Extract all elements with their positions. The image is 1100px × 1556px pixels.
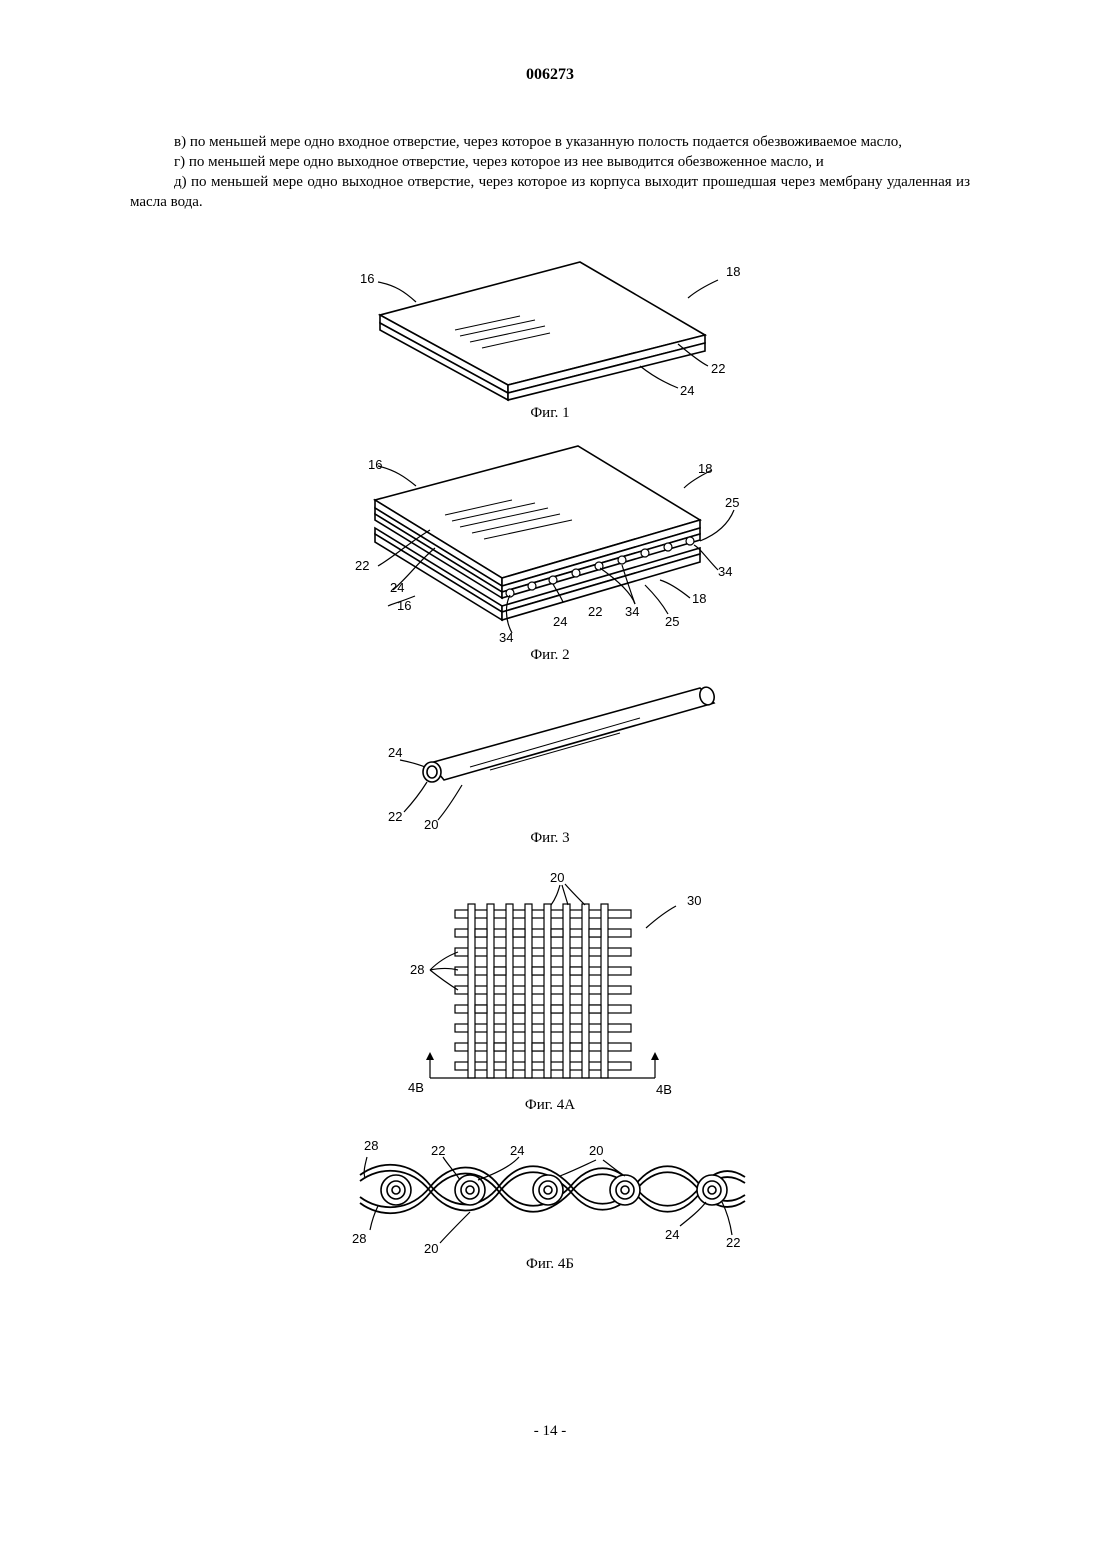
fig4b-label-24-top: 24 xyxy=(510,1143,524,1158)
fig4b-label-28-top: 28 xyxy=(364,1138,378,1153)
figure-4b-drawing: 28 22 24 20 28 20 24 22 xyxy=(0,0,1100,1260)
fig4b-label-22-top: 22 xyxy=(431,1143,445,1158)
fig4b-label-22-bottom: 22 xyxy=(726,1235,740,1250)
fig4b-label-20-top: 20 xyxy=(589,1143,603,1158)
fig4b-label-24-bottom: 24 xyxy=(665,1227,679,1242)
figure-4b-caption: Фиг. 4Б xyxy=(450,1256,650,1273)
fig4b-label-20-bottom: 20 xyxy=(424,1241,438,1256)
fig4b-label-28-bottom: 28 xyxy=(352,1231,366,1246)
page-number: - 14 - xyxy=(0,1423,1100,1440)
